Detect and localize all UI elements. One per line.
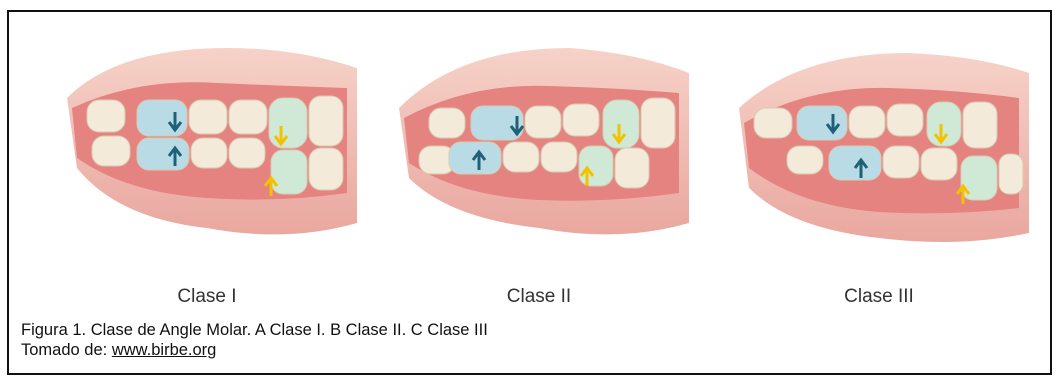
teeth-illustration-clase-ii: [389, 28, 689, 253]
caption-source: Tomado de: www.birbe.org: [21, 340, 488, 360]
panel-label: Clase III: [729, 286, 1029, 308]
source-link[interactable]: www.birbe.org: [112, 341, 217, 359]
panel-label: Clase II: [389, 286, 689, 308]
panel-clase-ii: Clase II: [389, 28, 689, 253]
panel-clase-iii: Clase III: [729, 28, 1029, 253]
panel-label: Clase I: [57, 286, 357, 308]
figure-caption: Figura 1. Clase de Angle Molar. A Clase …: [21, 320, 488, 360]
caption-line: Figura 1. Clase de Angle Molar. A Clase …: [21, 320, 488, 340]
teeth-illustration-clase-iii: [729, 28, 1029, 253]
teeth-illustration-clase-i: [57, 28, 357, 253]
source-prefix: Tomado de:: [21, 341, 112, 359]
panel-clase-i: Clase I: [57, 28, 357, 253]
figure-frame: Clase I: [7, 10, 1052, 375]
